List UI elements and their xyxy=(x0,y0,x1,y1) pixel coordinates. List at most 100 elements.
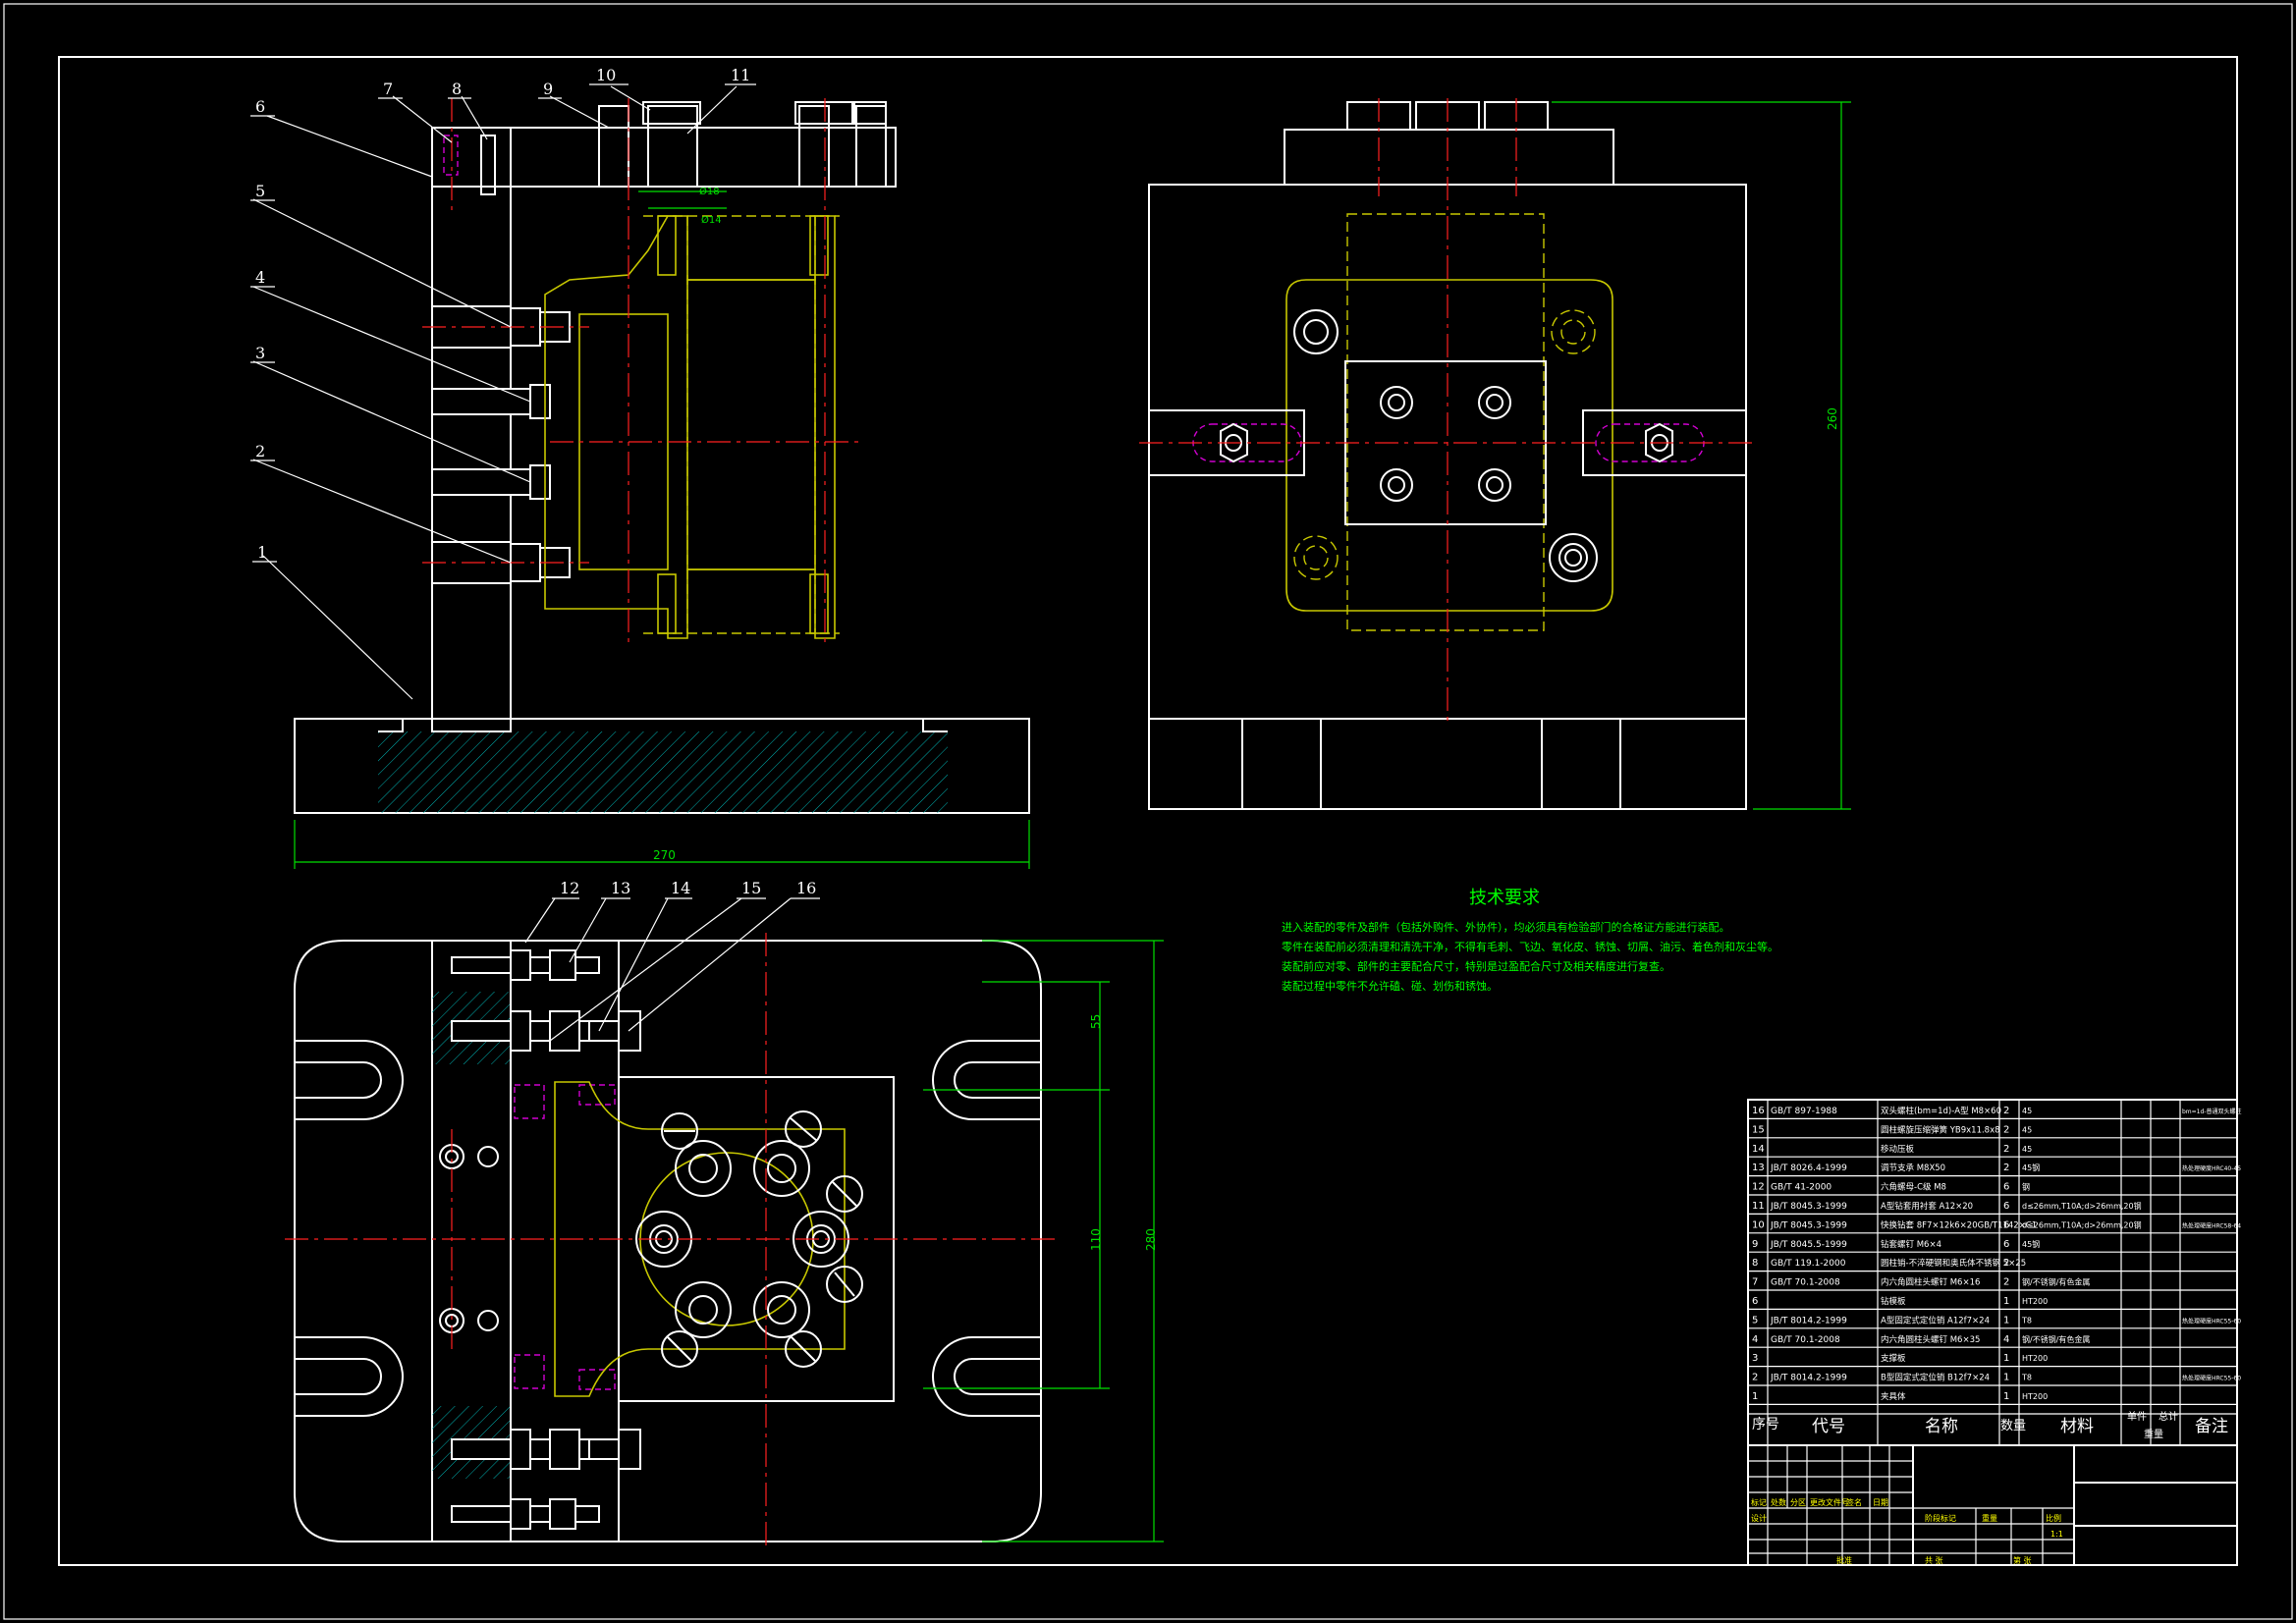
bom-row-material: HT200 xyxy=(2022,1354,2048,1363)
bom-row-material: 45 xyxy=(2022,1125,2032,1134)
bom-row-code: GB/T 70.1-2008 xyxy=(1771,1335,1840,1345)
plan-view: 110 55 280 12 13 14 15 16 xyxy=(285,879,1164,1551)
bom-row-material: HT200 xyxy=(2022,1297,2048,1306)
balloon-14: 14 xyxy=(671,879,690,897)
bom-row-name: 内六角圆柱头螺钉 M6×16 xyxy=(1881,1277,1980,1288)
bom-row-name: 钻套螺钉 M6×4 xyxy=(1881,1239,1941,1250)
bom-row-qty: 2 xyxy=(2003,1163,2009,1173)
bom-row-no: 6 xyxy=(1752,1296,1758,1307)
bom-row-name: B型固定式定位销 B12f7×24 xyxy=(1881,1373,1990,1383)
bom-row-material: 45钢 xyxy=(2022,1239,2040,1249)
bom-row-no: 15 xyxy=(1752,1124,1765,1135)
bom-row-qty: 1 xyxy=(2003,1391,2009,1402)
dim-110: 110 xyxy=(1089,1228,1103,1251)
balloon-13: 13 xyxy=(611,879,630,897)
bom-row-name: 夹具体 xyxy=(1881,1391,1906,1402)
bom-row-material: 45 xyxy=(2022,1107,2032,1115)
tech-title: 技术要求 xyxy=(1469,888,1540,908)
bom-row-qty: 2 xyxy=(2003,1106,2009,1116)
bom-row-code: GB/T 897-1988 xyxy=(1771,1107,1837,1116)
drill-plate xyxy=(431,127,897,188)
tb-mark: 标记 xyxy=(1751,1497,1767,1507)
dim-plan-height: 280 xyxy=(1144,1228,1158,1251)
bom-row-remark: 热处理硬度HRC55-60 xyxy=(2182,1317,2241,1325)
balloon-3: 3 xyxy=(255,344,265,362)
bom-row-qty: 2 xyxy=(2003,1144,2009,1155)
bom-row-name: 快换钻套 8F7×12k6×20GB/T1142×C1 xyxy=(1881,1219,2037,1230)
bom-row-no: 1 xyxy=(1752,1391,1758,1402)
tb-sheet-no: 第 张 xyxy=(2013,1555,2032,1565)
bom-row-name: 圆柱销-不淬硬钢和奥氏体不锈钢 5×25 xyxy=(1881,1258,2026,1269)
bom-row-no: 11 xyxy=(1752,1201,1765,1212)
bom-row-code: JB/T 8045.5-1999 xyxy=(1770,1240,1847,1250)
tb-scale: 比例 xyxy=(2046,1513,2061,1523)
bom-row-no: 14 xyxy=(1752,1144,1765,1155)
tech-line-2: 零件在装配前必须清理和清洗干净，不得有毛刺、飞边、氧化皮、锈蚀、切屑、油污、着色… xyxy=(1282,940,1778,953)
bom-row-qty: 1 xyxy=(2003,1353,2009,1364)
bom-row-no: 13 xyxy=(1752,1163,1765,1173)
tb-sign: 签名 xyxy=(1846,1497,1862,1507)
bom-header-material: 材料 xyxy=(2060,1417,2094,1436)
dim-overall-width: 270 xyxy=(653,848,676,862)
bom-header-name: 名称 xyxy=(1925,1417,1958,1436)
bom-row-qty: 6 xyxy=(2003,1201,2009,1212)
bom-header-qty: 数量 xyxy=(2000,1419,2026,1434)
bom-row-code: JB/T 8026.4-1999 xyxy=(1770,1163,1847,1173)
balloon-2: 2 xyxy=(255,442,265,460)
top-view-balloons: 6 7 8 9 10 11 5 4 3 2 1 xyxy=(255,66,750,562)
drill-bushings xyxy=(635,1110,863,1368)
front-section-view: 270 Ø18 Ø14 6 7 8 9 10 11 5 4 xyxy=(250,66,1030,869)
bom-row-material: 45 xyxy=(2022,1145,2032,1154)
bom-row-material: 45钢 xyxy=(2022,1163,2040,1172)
tb-zone: 分区 xyxy=(1790,1498,1806,1507)
tech-line-3: 装配前应对零、部件的主要配合尺寸，特别是过盈配合尺寸及相关精度进行复查。 xyxy=(1282,959,1670,973)
bom-row-no: 7 xyxy=(1752,1277,1758,1288)
tb-sheet-total: 共 张 xyxy=(1925,1556,1943,1565)
tb-date: 日期 xyxy=(1873,1498,1888,1507)
outer-border xyxy=(3,3,2293,1620)
bom-header-seq: 序号 xyxy=(1752,1417,1779,1433)
balloon-6: 6 xyxy=(255,97,265,116)
balloon-11: 11 xyxy=(731,66,750,84)
side-view: 260 xyxy=(1139,98,1851,810)
bom-row-name: A型钻套用衬套 A12×20 xyxy=(1881,1201,1973,1212)
bom-row-name: A型固定式定位销 A12f7×24 xyxy=(1881,1315,1990,1325)
bom-row-material: d≤26mm,T10A;d>26mm,20钢 xyxy=(2022,1219,2142,1229)
drawing-frame xyxy=(58,56,2238,1566)
bom-row-name: 调节支承 M8X50 xyxy=(1881,1163,1945,1173)
bom-row-code: GB/T 70.1-2008 xyxy=(1771,1278,1840,1288)
bom-header-weight: 重量 xyxy=(2144,1428,2163,1440)
bom-row-no: 10 xyxy=(1752,1219,1765,1230)
bom-row-material: T8 xyxy=(2021,1316,2032,1325)
bom-row-material: HT200 xyxy=(2022,1392,2048,1401)
bom-row-no: 2 xyxy=(1752,1373,1758,1383)
bom-row-remark: 热处理硬度HRC40-45 xyxy=(2182,1164,2241,1172)
bom-row-qty: 6 xyxy=(2003,1239,2009,1250)
bom-row-name: 内六角圆柱头螺钉 M6×35 xyxy=(1881,1334,1980,1345)
bom-row-qty: 6 xyxy=(2003,1182,2009,1193)
support-column xyxy=(431,127,512,732)
tb-weight: 重量 xyxy=(1982,1513,1997,1523)
technical-requirements: 技术要求 进入装配的零件及部件（包括外购件、外协件），均必须具有检验部门的合格证… xyxy=(1282,888,1778,993)
bom-row-material: T8 xyxy=(2021,1374,2032,1382)
bom-row-material: 钢 xyxy=(2022,1182,2030,1192)
dim-side-height: 260 xyxy=(1826,407,1839,430)
bom-row-remark: bm=1d-普通双头螺柱 xyxy=(2182,1108,2241,1115)
dim-phi18: Ø18 xyxy=(699,186,720,197)
bom-row-material: 钢/不锈钢/有色金属 xyxy=(2022,1277,2090,1287)
tb-change: 更改文件号 xyxy=(1810,1497,1849,1507)
tech-line-1: 进入装配的零件及部件（包括外购件、外协件），均必须具有检验部门的合格证方能进行装… xyxy=(1282,920,1730,934)
dim-phi14: Ø14 xyxy=(701,214,722,226)
balloon-4: 4 xyxy=(255,268,265,287)
bom-row-code: JB/T 8014.2-1999 xyxy=(1770,1374,1847,1383)
balloon-1: 1 xyxy=(257,543,267,562)
bom-row-name: 钻模板 xyxy=(1881,1296,1906,1307)
tb-approve: 批准 xyxy=(1836,1555,1852,1565)
tb-design: 设计 xyxy=(1751,1513,1767,1523)
bom-row-name: 六角螺母-C级 M8 xyxy=(1881,1182,1946,1193)
bom-row-code: GB/T 41-2000 xyxy=(1771,1183,1831,1193)
balloon-5: 5 xyxy=(255,182,265,200)
bom-row-code: GB/T 119.1-2000 xyxy=(1771,1259,1846,1269)
